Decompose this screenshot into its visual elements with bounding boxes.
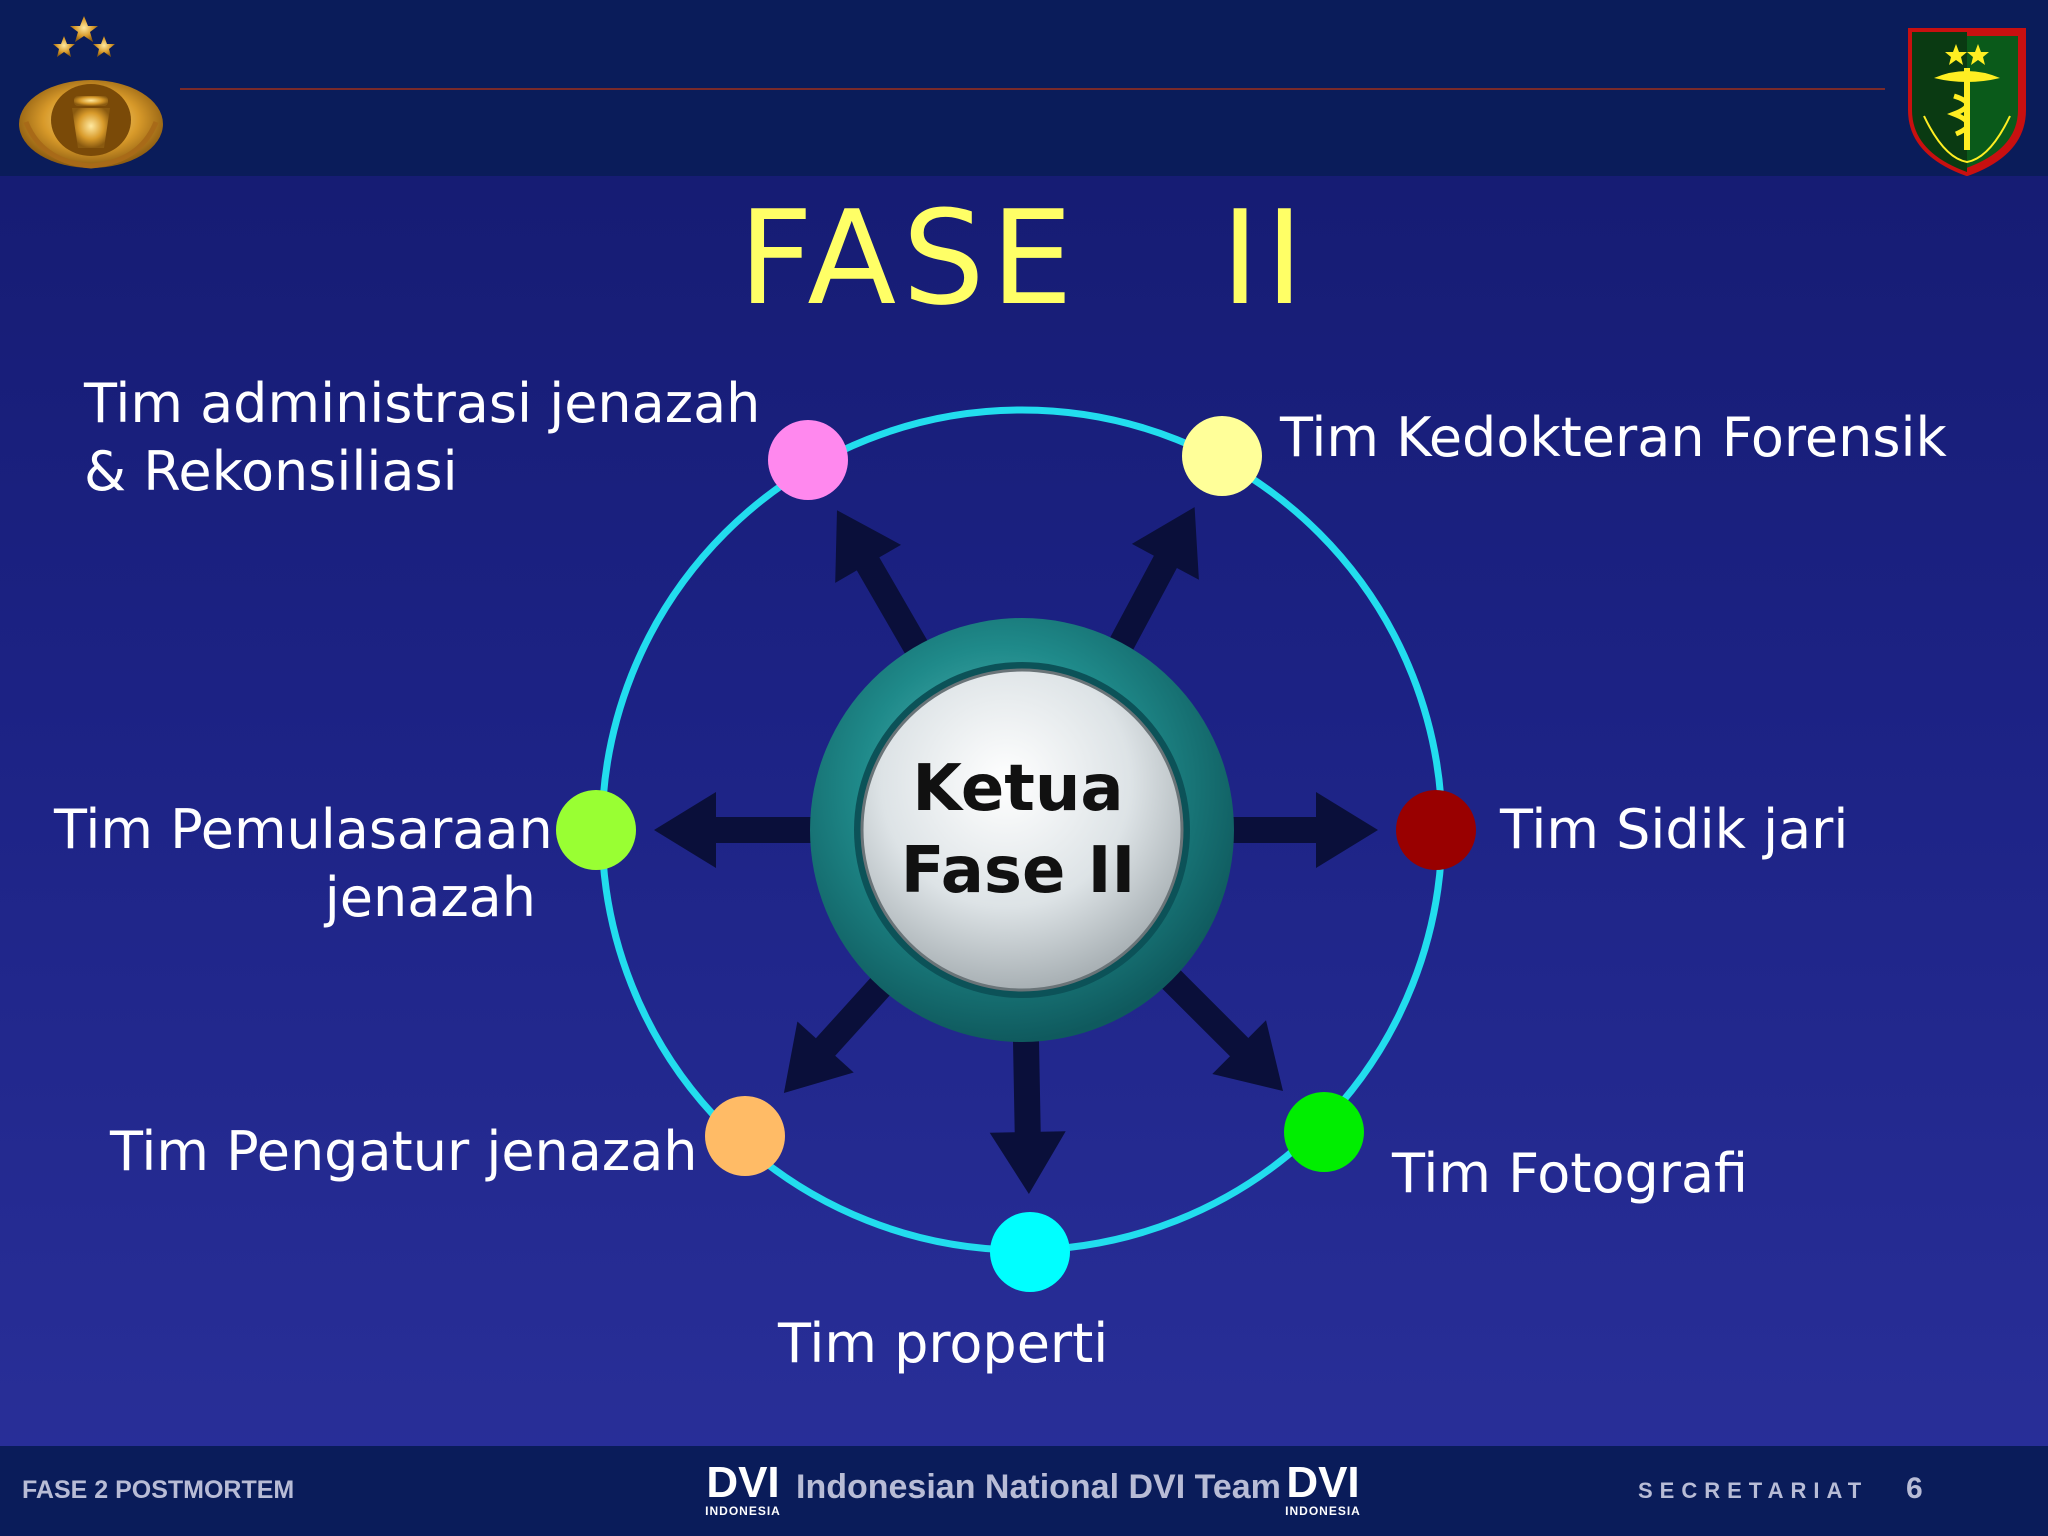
node-forensik xyxy=(1182,416,1262,496)
arrow-properti xyxy=(989,1029,1066,1194)
arrow-sidik xyxy=(1222,792,1378,868)
center-label-line1: Ketua xyxy=(912,752,1124,826)
dvi-logo-left-word: DVI xyxy=(706,1458,780,1507)
label-pemulasaraan: Tim Pemulasaraan jenazah xyxy=(54,796,553,932)
center-label-line2: Fase II xyxy=(900,834,1136,908)
label-properti-line1: Tim properti xyxy=(778,1312,1109,1375)
label-forensik: Tim Kedokteran Forensik xyxy=(1280,404,1947,472)
center-label: Ketua Fase II xyxy=(868,748,1168,912)
dvi-logo-left-icon: DVI INDONESIA xyxy=(700,1460,786,1524)
label-fotografi-line1: Tim Fotografi xyxy=(1392,1142,1749,1205)
arrow-fotografi xyxy=(1154,962,1283,1091)
node-pengatur xyxy=(705,1096,785,1176)
dvi-logo-right-sub: INDONESIA xyxy=(1285,1504,1361,1518)
label-admin-line2: & Rekonsiliasi xyxy=(84,440,458,503)
label-sidik: Tim Sidik jari xyxy=(1500,796,1848,864)
header-bar xyxy=(0,0,2048,176)
node-fotografi xyxy=(1284,1092,1364,1172)
label-fotografi: Tim Fotografi xyxy=(1392,1140,1748,1208)
page-number: 6 xyxy=(1906,1472,1923,1505)
footer-secretariat: SECRETARIAT xyxy=(1638,1478,1869,1503)
footer-bar: FASE 2 POSTMORTEM DVI INDONESIA Indonesi… xyxy=(0,1446,2048,1536)
center-hub-disc xyxy=(860,668,1184,992)
footer-team-name: Indonesian National DVI Team xyxy=(796,1468,1281,1506)
label-forensik-line1: Tim Kedokteran Forensik xyxy=(1280,406,1947,469)
dvi-logo-left-sub: INDONESIA xyxy=(705,1504,781,1518)
node-admin xyxy=(768,420,848,500)
node-properti xyxy=(990,1212,1070,1292)
footer-section-title: FASE 2 POSTMORTEM xyxy=(22,1476,295,1504)
page-title: FASE II xyxy=(738,182,1310,334)
arrow-pengatur xyxy=(783,969,898,1093)
arrow-admin xyxy=(835,510,934,664)
node-sidik xyxy=(1396,790,1476,870)
label-pemulasaraan-line2: jenazah xyxy=(324,866,536,929)
label-sidik-line1: Tim Sidik jari xyxy=(1500,798,1849,861)
label-pengatur: Tim Pengatur jenazah xyxy=(110,1118,698,1186)
header-divider xyxy=(180,88,1885,90)
dvi-logo-right-icon: DVI INDONESIA xyxy=(1280,1460,1366,1524)
arrow-pemulasaraan xyxy=(654,792,822,868)
medical-shield-emblem-icon xyxy=(1908,28,2026,176)
arrow-forensik xyxy=(1104,507,1199,660)
label-properti: Tim properti xyxy=(778,1310,1108,1378)
label-admin-line1: Tim administrasi jenazah xyxy=(84,372,761,435)
label-pengatur-line1: Tim Pengatur jenazah xyxy=(110,1120,698,1183)
nodes-group xyxy=(556,416,1476,1292)
label-pemulasaraan-line1: Tim Pemulasaraan xyxy=(54,798,553,861)
dvi-logo-right-word: DVI xyxy=(1286,1458,1360,1507)
arrows-group xyxy=(654,507,1378,1194)
police-emblem-icon xyxy=(19,16,163,169)
node-pemulasaraan xyxy=(556,790,636,870)
label-admin: Tim administrasi jenazah & Rekonsiliasi xyxy=(84,370,760,506)
